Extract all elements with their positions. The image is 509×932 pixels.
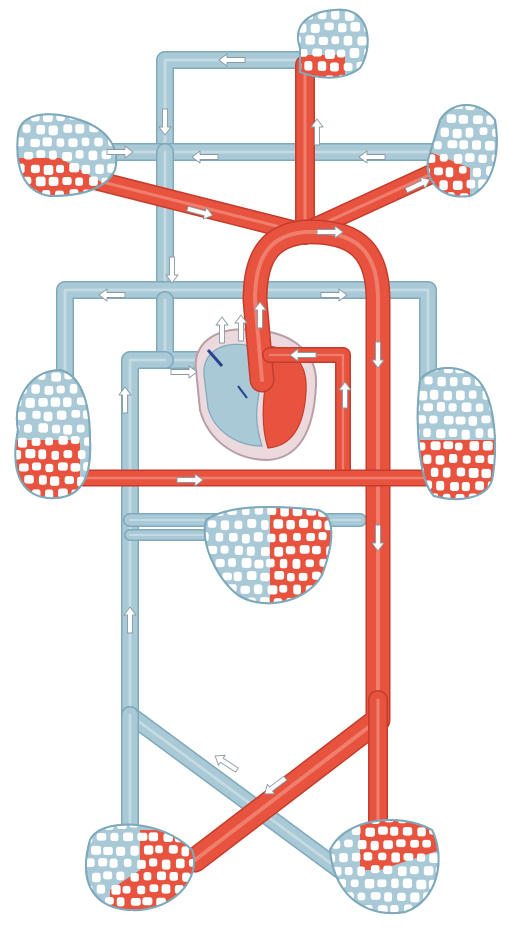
capillary-network-icon bbox=[0, 370, 99, 510]
capillary-network-icon bbox=[188, 500, 342, 612]
vein-head-upper bbox=[165, 60, 300, 148]
capillary-network-icon bbox=[404, 363, 505, 510]
capillary-network-icon bbox=[66, 819, 204, 921]
capillary-network-icon bbox=[278, 9, 379, 84]
capillary-network-icon bbox=[318, 812, 451, 915]
